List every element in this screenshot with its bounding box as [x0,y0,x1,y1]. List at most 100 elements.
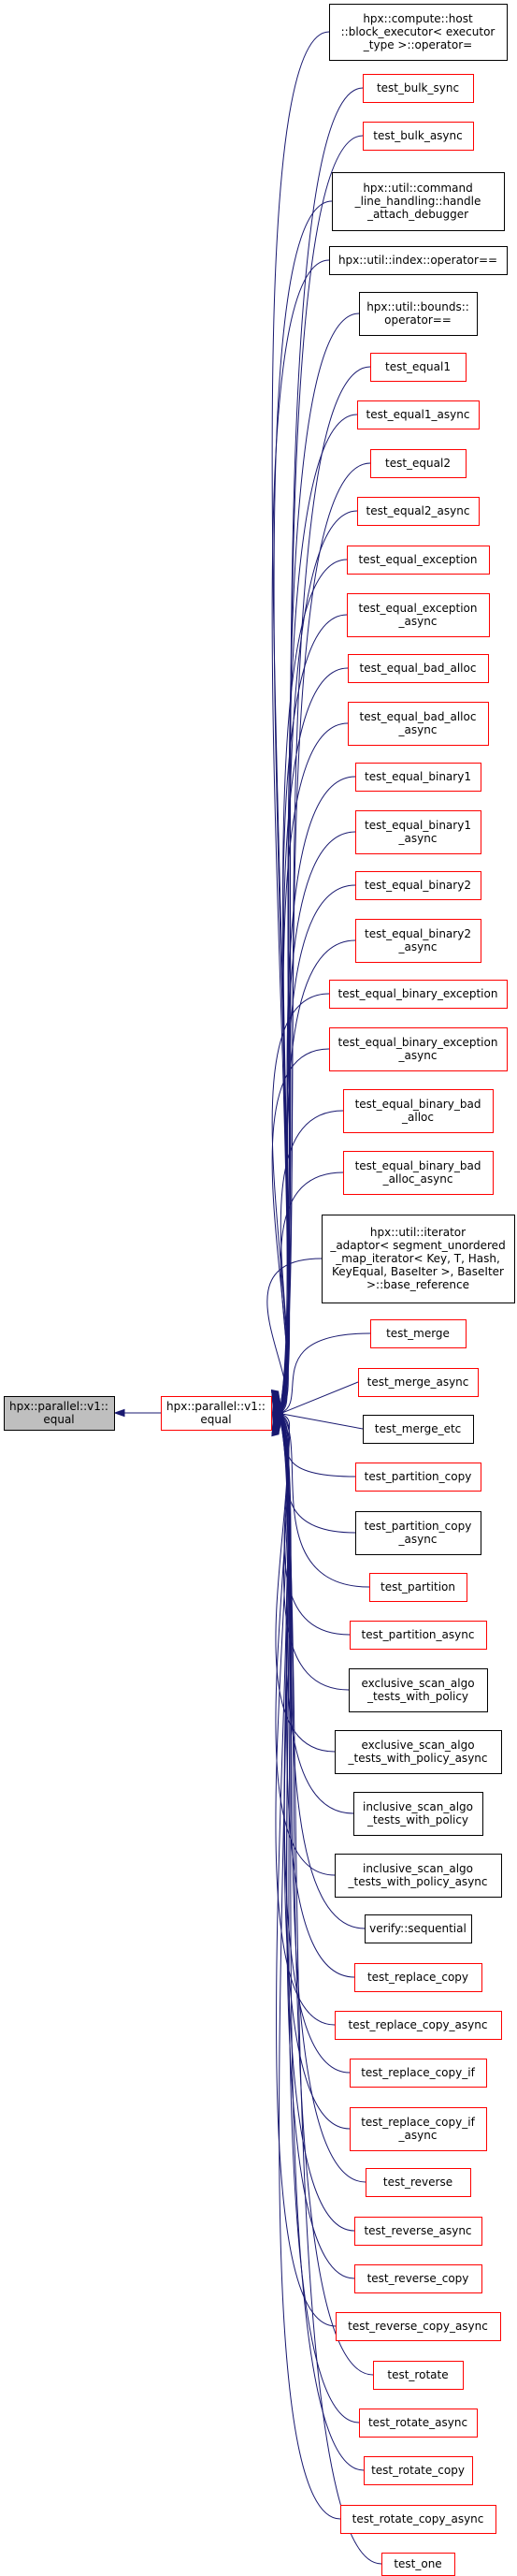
node-caller[interactable]: test_replace_copy_async [335,2011,502,2040]
edge-caller [266,1258,323,1413]
node-label-line: _alloc [401,1111,434,1124]
node-caller-box [329,4,508,61]
edge-caller [271,259,330,1403]
node-label-line: ::block_executor< executor [341,25,495,38]
node-caller[interactable]: hpx::compute::host::block_executor< exec… [329,4,508,61]
node-caller[interactable]: test_replace_copy_if [350,2059,487,2088]
arrowhead-caller [271,1424,280,1437]
node-caller-box [343,1089,494,1133]
node-caller[interactable]: test_equal_bad_alloc [348,654,489,683]
node-caller[interactable]: test_equal1_async [357,400,480,429]
node-caller[interactable]: hpx::util::command_line_handling::handle… [332,172,505,231]
node-caller[interactable]: test_bulk_async [363,122,474,151]
node-caller[interactable]: test_rotate_async [359,2409,478,2438]
node-caller[interactable]: test_equal_binary_bad_alloc [343,1089,494,1133]
node-caller[interactable]: hpx::util::iterator_adaptor< segment_uno… [322,1215,515,1303]
node-label-line: test_equal1_async [366,408,470,421]
edge-caller [280,1421,366,2183]
node-caller[interactable]: test_one [381,2553,455,2576]
node-caller[interactable]: test_equal_exception_async [347,593,490,637]
node-caller[interactable]: inclusive_scan_algo_tests_with_policy [353,1792,483,1836]
node-caller[interactable]: test_equal2 [370,449,467,478]
node-caller-box [357,497,480,526]
node-caller[interactable]: test_replace_copy_if_async [350,2107,487,2151]
node-label-line: test_equal_binary_bad [355,1159,481,1172]
node-caller-box [363,1415,474,1444]
node-label-line: _line_handling::handle [354,195,481,208]
node-caller[interactable]: hpx::util::bounds::operator== [359,292,478,336]
node-caller-box [363,122,474,151]
node-caller[interactable]: test_bulk_sync [363,74,474,103]
node-caller[interactable]: verify::sequential [365,1914,472,1943]
node-caller[interactable]: test_rotate [373,2361,464,2390]
node-label-line: test_partition_copy [365,1520,472,1533]
node-caller[interactable]: test_partition [369,1573,467,1602]
edge-caller [280,722,349,1407]
node-caller[interactable]: test_partition_copy [355,1463,481,1492]
node-root[interactable]: hpx::parallel::v1::equal [4,1396,115,1431]
node-caller[interactable]: inclusive_scan_algo_tests_with_policy_as… [335,1854,502,1898]
node-label-line: hpx::util::command [363,182,472,195]
node-label-line: verify::sequential [369,1922,467,1935]
node-label-line: test_equal_bad_alloc [360,662,477,675]
node-caller[interactable]: test_equal_binary1_async [355,810,481,854]
node-caller-box [348,702,489,746]
node-caller[interactable]: test_merge [370,1319,467,1348]
node-caller[interactable]: test_replace_copy [354,1963,482,1992]
node-caller[interactable]: test_equal_binary1 [355,763,481,792]
node-caller[interactable]: test_merge_async [358,1368,479,1397]
node-caller[interactable]: test_equal_binary_bad_alloc_async [343,1151,494,1195]
node-caller[interactable]: test_equal_bad_alloc_async [348,702,489,746]
node-caller[interactable]: test_equal1 [370,353,467,382]
node-label-line: test_merge_async [367,1375,469,1389]
node-caller-box [322,1215,515,1303]
node-caller[interactable]: test_partition_async [350,1621,487,1650]
edge-caller [271,1048,330,1411]
node-label-line: _async [398,940,438,953]
node-caller-box [355,1511,481,1555]
node-label-line: _tests_with_policy [366,1813,468,1826]
node-caller[interactable]: test_reverse_async [354,2217,482,2246]
node-caller-box [347,546,490,575]
node-label-line: exclusive_scan_algo [361,1677,474,1690]
node-label-line: _async [398,723,438,736]
node-caller[interactable]: test_equal_binary2 [355,871,481,900]
node-label-line: test_partition_async [362,1628,475,1641]
node-caller[interactable]: test_partition_copy_async [355,1511,481,1555]
node-caller[interactable]: test_equal_binary2_async [355,919,481,963]
node-caller[interactable]: test_merge_etc [363,1415,474,1444]
node-caller-box [329,1027,508,1071]
node-caller-box [364,2456,473,2485]
node-label-line: hpx::compute::host [363,12,473,25]
node-caller[interactable]: test_reverse [366,2168,471,2197]
node-label-line: test_rotate_async [368,2416,467,2429]
node-caller[interactable]: exclusive_scan_algo_tests_with_policy_as… [335,1730,502,1774]
node-caller[interactable]: test_reverse_copy [354,2264,482,2293]
node-label-line: _alloc_async [382,1172,453,1186]
node-label-line: test_bulk_async [373,129,462,142]
node-caller-box [348,654,489,683]
node-caller[interactable]: test_rotate_copy [364,2456,473,2485]
node-caller[interactable]: hpx::util::index::operator== [329,246,508,275]
node-label-line: hpx::util::index::operator== [338,254,497,267]
node-label-line: inclusive_scan_algo [363,1862,473,1875]
node-caller[interactable]: test_equal_exception [347,546,490,575]
node-caller[interactable]: test_equal2_async [357,497,480,526]
node-caller[interactable]: test_equal_binary_exception [329,980,508,1009]
node-caller-box [335,2011,502,2040]
node-caller-box [335,1854,502,1898]
node-caller[interactable]: test_rotate_copy_async [340,2505,496,2534]
node-caller[interactable]: exclusive_scan_algo_tests_with_policy [349,1668,488,1712]
node-label-line: _map_iterator< Key, T, Hash, [335,1252,500,1265]
node-label-line: test_merge_etc [375,1422,462,1435]
node-caller-box [350,1621,487,1650]
node-label-line: >::base_reference [366,1278,469,1291]
node-caller[interactable]: test_equal_binary_exception_async [329,1027,508,1071]
node-caller[interactable]: test_reverse_copy_async [336,2312,501,2341]
node-caller-box [329,980,508,1009]
node-caller-box [358,1368,479,1397]
node-caller-box [350,2107,487,2151]
edge-caller [280,1419,366,1929]
node-hub[interactable]: hpx::parallel::v1::equal [161,1396,272,1431]
node-label-line: test_equal_bad_alloc [360,710,477,723]
